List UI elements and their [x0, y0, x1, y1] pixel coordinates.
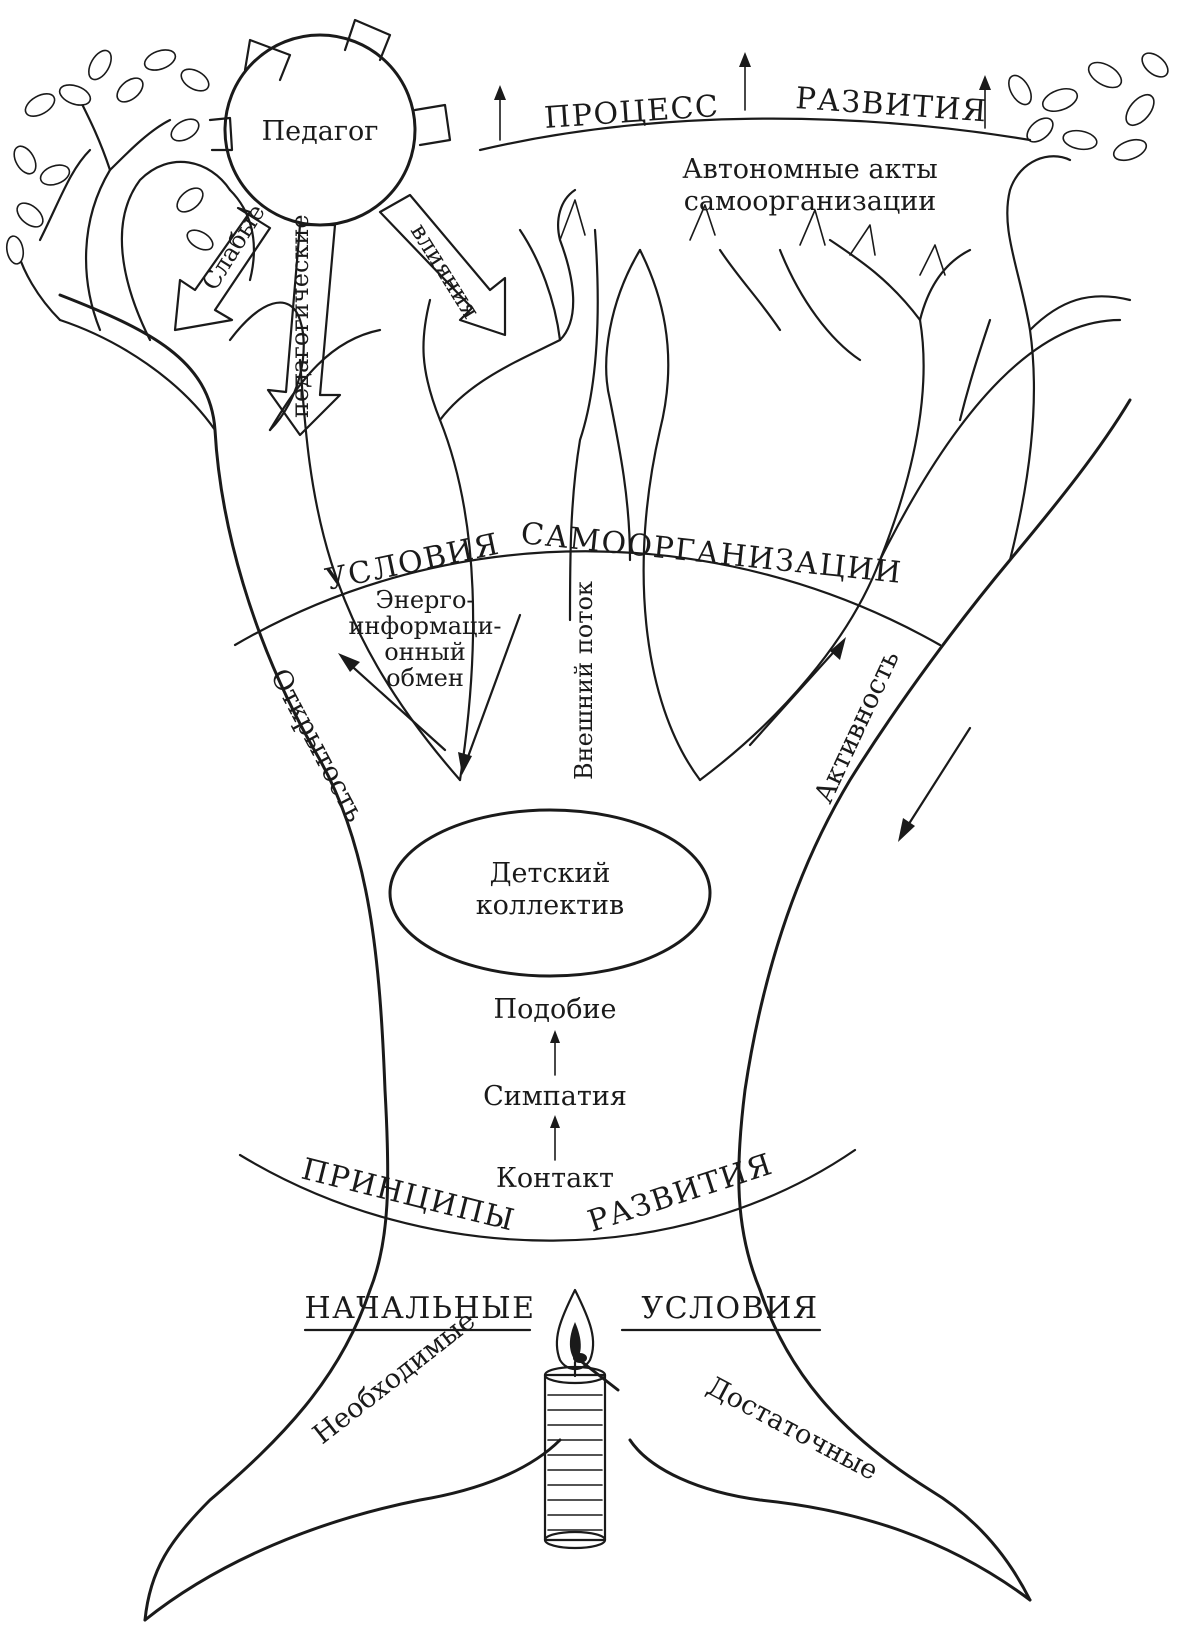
teacher-node: Педагог — [210, 20, 450, 225]
conditions-label-right: САМООРГАНИЗАЦИИ — [519, 516, 904, 591]
tree-trunk — [60, 295, 1130, 1620]
autonomous-line-2: самоорганизации — [684, 186, 936, 217]
initial-label-left: НАЧАЛЬНЫЕ — [304, 1291, 535, 1326]
autonomous-line-1: Автономные акты — [682, 154, 938, 185]
tree-leaves — [5, 46, 1173, 265]
collective-line-2: коллектив — [476, 890, 624, 921]
exchange-block: Энерго- информаци- онный обмен — [338, 586, 520, 775]
root-label-necessary: Необходимые — [307, 1305, 481, 1450]
root-label-sufficient: Достаточные — [702, 1371, 883, 1487]
exchange-line-3: онный — [384, 638, 466, 666]
principles-label-left: ПРИНЦИПЫ — [298, 1152, 519, 1239]
exchange-line-4: обмен — [386, 664, 464, 692]
collective-node: Детский коллектив — [390, 810, 710, 976]
teacher-label: Педагог — [262, 116, 379, 147]
influence-arrows: Слабые педагогические влияния — [175, 195, 505, 435]
collective-line-1: Детский — [490, 858, 611, 889]
chain-bottom: Контакт — [496, 1163, 614, 1194]
activity-arrow-down — [905, 728, 970, 830]
exchange-line-2: информаци- — [348, 612, 501, 640]
chain-top: Подобие — [494, 994, 617, 1025]
initial-conditions: НАЧАЛЬНЫЕ УСЛОВИЯ — [304, 1291, 820, 1330]
candle-icon — [545, 1290, 618, 1548]
activity-block: Активность — [750, 637, 970, 842]
openness-label: Открытость — [264, 664, 371, 827]
process-arc: ПРОЦЕСС РАЗВИТИЯ Автономные акты самоорг… — [480, 52, 1030, 217]
activity-label: Активность — [808, 646, 906, 808]
chain-block: Подобие Симпатия Контакт — [483, 994, 627, 1194]
exchange-line-1: Энерго- — [375, 586, 474, 614]
process-label-left: ПРОЦЕСС — [543, 89, 720, 136]
chain-middle: Симпатия — [483, 1081, 627, 1112]
initial-label-right: УСЛОВИЯ — [641, 1291, 818, 1326]
activity-arrow-up — [750, 645, 840, 745]
external-flow-label: Внешний поток — [570, 581, 598, 780]
influence-word-pedagogical: педагогические — [286, 214, 314, 418]
process-label-right: РАЗВИТИЯ — [794, 81, 988, 129]
